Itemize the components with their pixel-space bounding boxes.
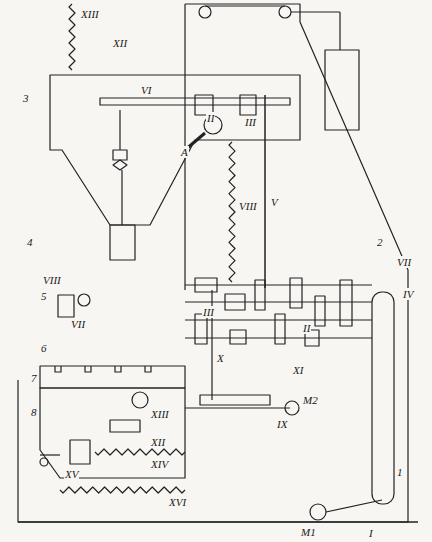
callout-label: X <box>216 352 225 364</box>
milling-head <box>50 75 300 225</box>
callout-label: IX <box>276 418 288 430</box>
callout-label: 2 <box>376 236 384 248</box>
callout-label: 3 <box>22 92 30 104</box>
callout-label: M1 <box>300 526 317 538</box>
screw-thread <box>229 142 235 282</box>
callout-label: M2 <box>302 394 319 406</box>
table <box>40 366 185 388</box>
callout-label: 5 <box>40 290 48 302</box>
callout-label: XII <box>150 436 166 448</box>
callout-label: VIII <box>42 274 62 286</box>
screw-thread <box>69 4 75 70</box>
callout-label: IV <box>402 288 414 300</box>
callout-label: II <box>302 322 311 334</box>
screw-thread <box>95 449 185 455</box>
callout-label: XVI <box>168 496 187 508</box>
callout-label: XI <box>292 364 304 376</box>
callout-label: 8 <box>30 406 38 418</box>
knee <box>40 388 185 478</box>
callout-label: I <box>368 527 374 539</box>
callout-label: XV <box>64 468 79 480</box>
callout-label: VII <box>70 318 86 330</box>
callout-label: VII <box>396 256 412 268</box>
motor-m2 <box>285 401 299 415</box>
callout-label: VIII <box>238 200 258 212</box>
callout-label: III <box>202 306 215 318</box>
callout-label: II <box>206 112 215 124</box>
callout-label: A <box>180 146 189 158</box>
callout-label: 6 <box>40 342 48 354</box>
callout-label: VI <box>140 84 152 96</box>
callout-label: XIII <box>80 8 100 20</box>
spindle <box>110 225 135 260</box>
gearbox <box>185 278 372 400</box>
callout-label: XIV <box>150 458 169 470</box>
callout-label: 4 <box>26 236 34 248</box>
callout-label: XII <box>112 37 128 49</box>
screw-thread <box>60 487 185 493</box>
motor-m1 <box>310 504 326 520</box>
callout-label: 1 <box>396 466 404 478</box>
callout-label: III <box>244 116 257 128</box>
callout-label: XIII <box>150 408 170 420</box>
callout-label: V <box>270 196 279 208</box>
counterweight <box>325 50 359 130</box>
callout-label: 7 <box>30 372 38 384</box>
column-body <box>18 4 408 522</box>
belt-drive <box>372 292 394 504</box>
